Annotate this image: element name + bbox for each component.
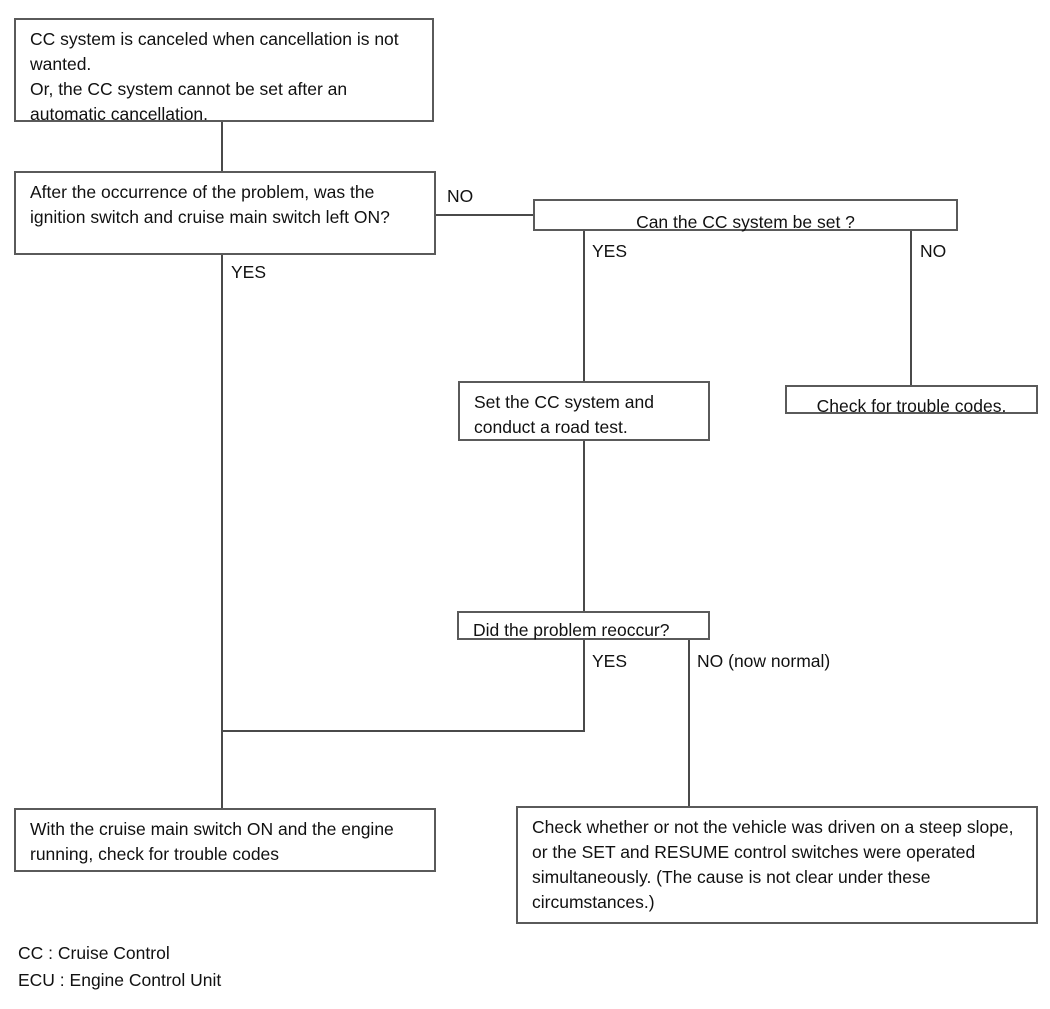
edge-ignition-no-to-can-set [436,214,533,216]
node-question-reoccur: Did the problem reoccur? [457,611,710,640]
legend-ecu: ECU : Engine Control Unit [18,970,222,990]
edge-label-reoccur-yes: YES [592,651,628,671]
edge-reoccur-no-down [688,640,690,806]
node-action-check-codes-bottom: With the cruise main switch ON and the e… [14,808,436,872]
edge-can-set-yes-down [583,231,585,381]
edge-can-set-no-down [910,231,912,385]
node-action-set-road-test: Set the CC system and conduct a road tes… [458,381,710,441]
node-symptom: CC system is canceled when cancellation … [14,18,434,124]
edge-reoccur-yes-merge-left [221,730,585,732]
edge-label-can-set-no: NO [920,241,947,261]
legend-cc: CC : Cruise Control [18,943,170,963]
edge-label-can-set-yes: YES [592,241,628,261]
edge-road-test-to-reoccur [583,441,585,611]
edge-label-ignition-yes: YES [231,262,267,282]
edge-ignition-yes-down [221,255,223,808]
node-question-can-set: Can the CC system be set ? [533,199,958,232]
edge-label-reoccur-no: NO (now normal) [697,651,831,671]
edge-reoccur-yes-down [583,640,585,732]
node-action-check-conditions: Check whether or not the vehicle was dri… [516,806,1038,924]
node-action-check-codes-right: Check for trouble codes. [785,385,1038,416]
node-question-ignition: After the occurrence of the problem, was… [14,171,436,255]
edge-label-ignition-no: NO [447,186,474,206]
edge-symptom-to-ignition [221,122,223,171]
